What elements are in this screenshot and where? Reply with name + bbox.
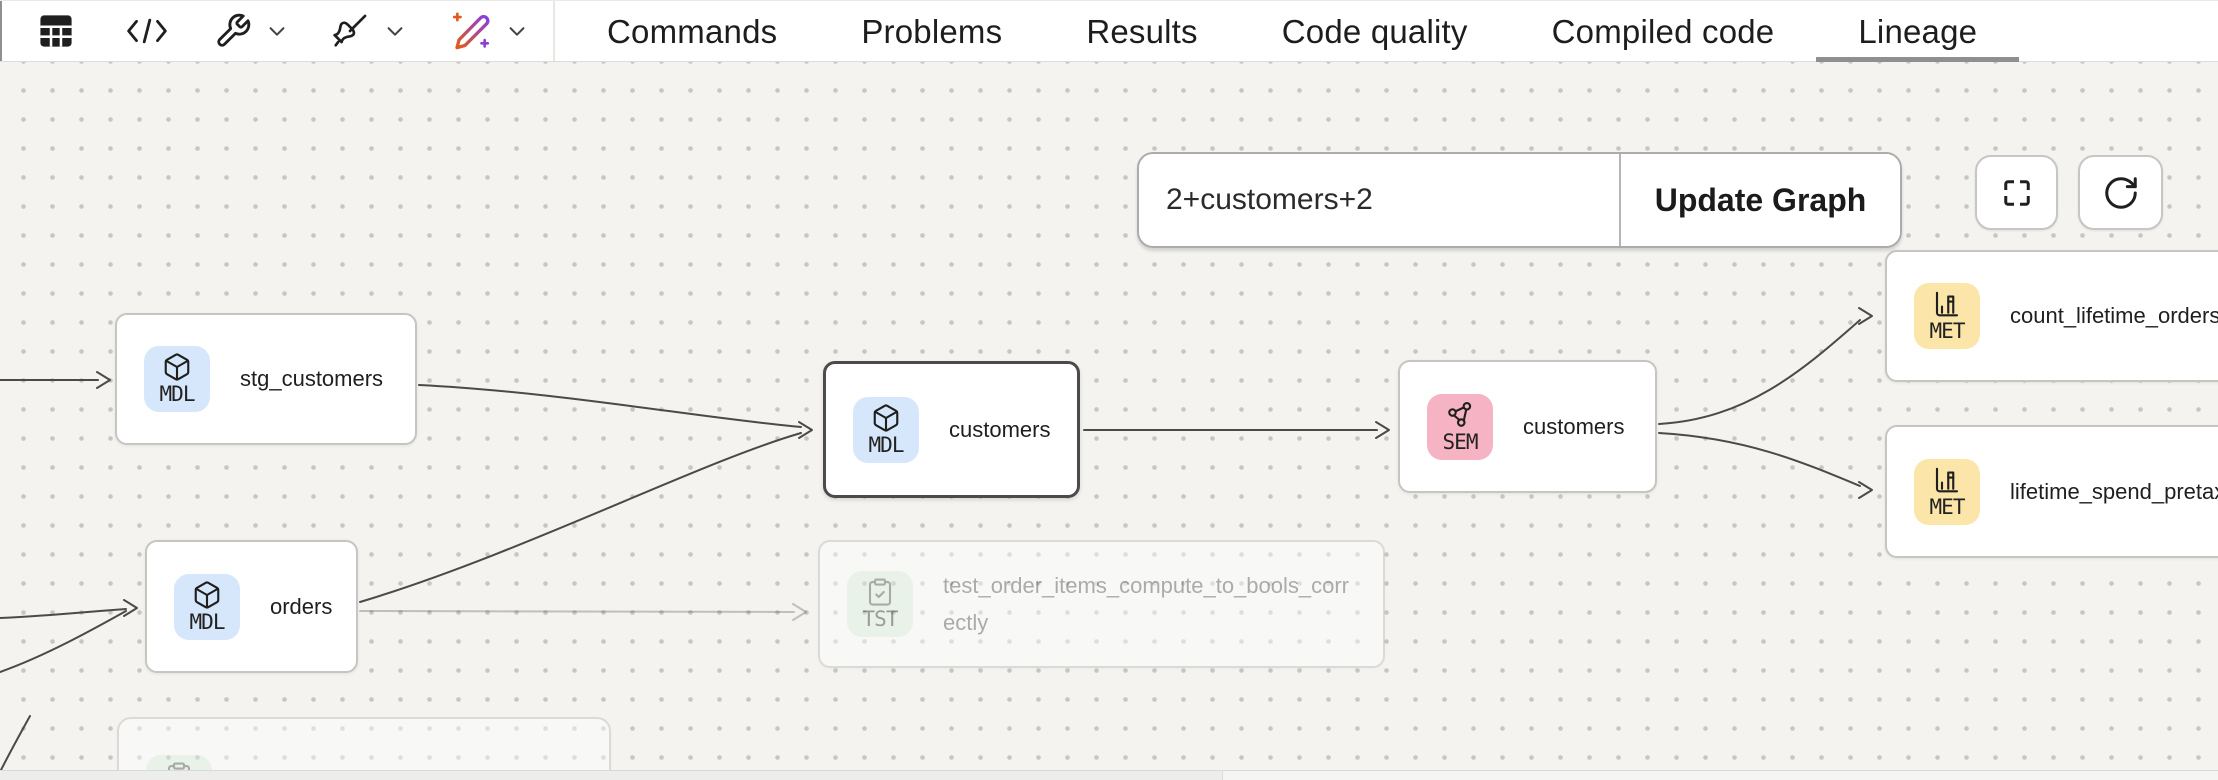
model-badge: MDL bbox=[174, 573, 240, 640]
metric-badge: MET bbox=[1914, 458, 1980, 525]
tab-commands[interactable]: Commands bbox=[607, 13, 778, 50]
chevron-down-icon[interactable] bbox=[506, 20, 528, 42]
wrench-icon[interactable] bbox=[214, 12, 252, 50]
node-name: count_lifetime_orders bbox=[2010, 303, 2218, 328]
lineage-node-customers-semantic[interactable]: SEM customers bbox=[1398, 360, 1657, 493]
semantic-badge: SEM bbox=[1427, 393, 1493, 460]
model-badge: MDL bbox=[144, 346, 210, 412]
refresh-button[interactable] bbox=[2078, 155, 2163, 230]
node-type-label: MET bbox=[1929, 494, 1966, 519]
bottom-panel-segment bbox=[0, 771, 1223, 780]
node-name: lifetime_spend_pretax bbox=[2010, 478, 2218, 504]
brush-icon[interactable] bbox=[330, 12, 370, 50]
semantic-graph-icon bbox=[1448, 401, 1472, 427]
test-badge: TST bbox=[146, 755, 212, 770]
chevron-down-icon[interactable] bbox=[384, 20, 406, 42]
lineage-canvas[interactable]: MDL stg_customers MDL orders MDL custome… bbox=[0, 62, 2218, 770]
metric-badge: MET bbox=[1914, 283, 1980, 349]
bar-chart-icon bbox=[1935, 291, 1959, 317]
clipboard-check-icon bbox=[167, 762, 191, 770]
selector-input[interactable] bbox=[1139, 154, 1619, 246]
bar-chart-icon bbox=[1935, 467, 1959, 492]
chevron-down-icon[interactable] bbox=[266, 20, 288, 42]
tab-code-quality[interactable]: Code quality bbox=[1281, 13, 1468, 50]
cube-icon bbox=[873, 403, 899, 432]
lineage-node-lifetime-spend-pretax[interactable]: MET lifetime_spend_pretax bbox=[1885, 425, 2218, 558]
bottom-panel-edge bbox=[0, 770, 2218, 780]
tab-compiled-code[interactable]: Compiled code bbox=[1551, 13, 1775, 50]
node-type-label: MDL bbox=[868, 432, 905, 457]
update-graph-button[interactable]: Update Graph bbox=[1619, 154, 1900, 246]
panel-tabs: Commands Problems Results Code quality C… bbox=[565, 1, 2020, 63]
refresh-icon bbox=[2104, 176, 2137, 209]
model-badge: MDL bbox=[853, 396, 919, 463]
lineage-node-partial-test[interactable]: TST bbox=[117, 717, 611, 770]
magic-pencil-icon[interactable] bbox=[450, 10, 492, 52]
lineage-selector-bar: Update Graph bbox=[1137, 152, 1902, 248]
clipboard-check-icon bbox=[868, 578, 892, 606]
test-badge: TST bbox=[847, 571, 913, 637]
node-type-label: MDL bbox=[159, 382, 196, 406]
node-type-label: SEM bbox=[1442, 429, 1479, 454]
table-icon[interactable] bbox=[36, 14, 76, 48]
tab-lineage[interactable]: Lineage bbox=[1816, 1, 2020, 63]
cube-icon bbox=[164, 353, 190, 381]
node-name: test_order_items_compute_to_bools_correc… bbox=[943, 573, 1350, 635]
toolbar-divider bbox=[553, 1, 555, 61]
node-type-label: TST bbox=[862, 607, 899, 631]
node-name: orders bbox=[270, 593, 333, 619]
node-type-label: MDL bbox=[189, 609, 226, 634]
lineage-node-count-lifetime-orders[interactable]: MET count_lifetime_orders bbox=[1885, 250, 2218, 382]
top-toolbar: Commands Problems Results Code quality C… bbox=[0, 0, 2218, 63]
lineage-node-customers-model[interactable]: MDL customers bbox=[823, 361, 1080, 498]
fullscreen-button[interactable] bbox=[1975, 155, 2058, 230]
node-name: customers bbox=[1523, 413, 1625, 439]
lineage-node-orders[interactable]: MDL orders bbox=[145, 540, 358, 673]
node-name: stg_customers bbox=[240, 366, 384, 391]
code-icon[interactable] bbox=[126, 16, 168, 46]
node-name: customers bbox=[949, 416, 1051, 442]
lineage-node-stg-customers[interactable]: MDL stg_customers bbox=[115, 313, 417, 445]
tab-problems[interactable]: Problems bbox=[861, 13, 1003, 50]
cube-icon bbox=[194, 580, 220, 609]
tab-results[interactable]: Results bbox=[1086, 13, 1198, 50]
node-type-label: MET bbox=[1929, 319, 1966, 343]
fullscreen-icon bbox=[2003, 179, 2030, 206]
lineage-node-test-order-items[interactable]: TST test_order_items_compute_to_bools_co… bbox=[818, 540, 1385, 668]
